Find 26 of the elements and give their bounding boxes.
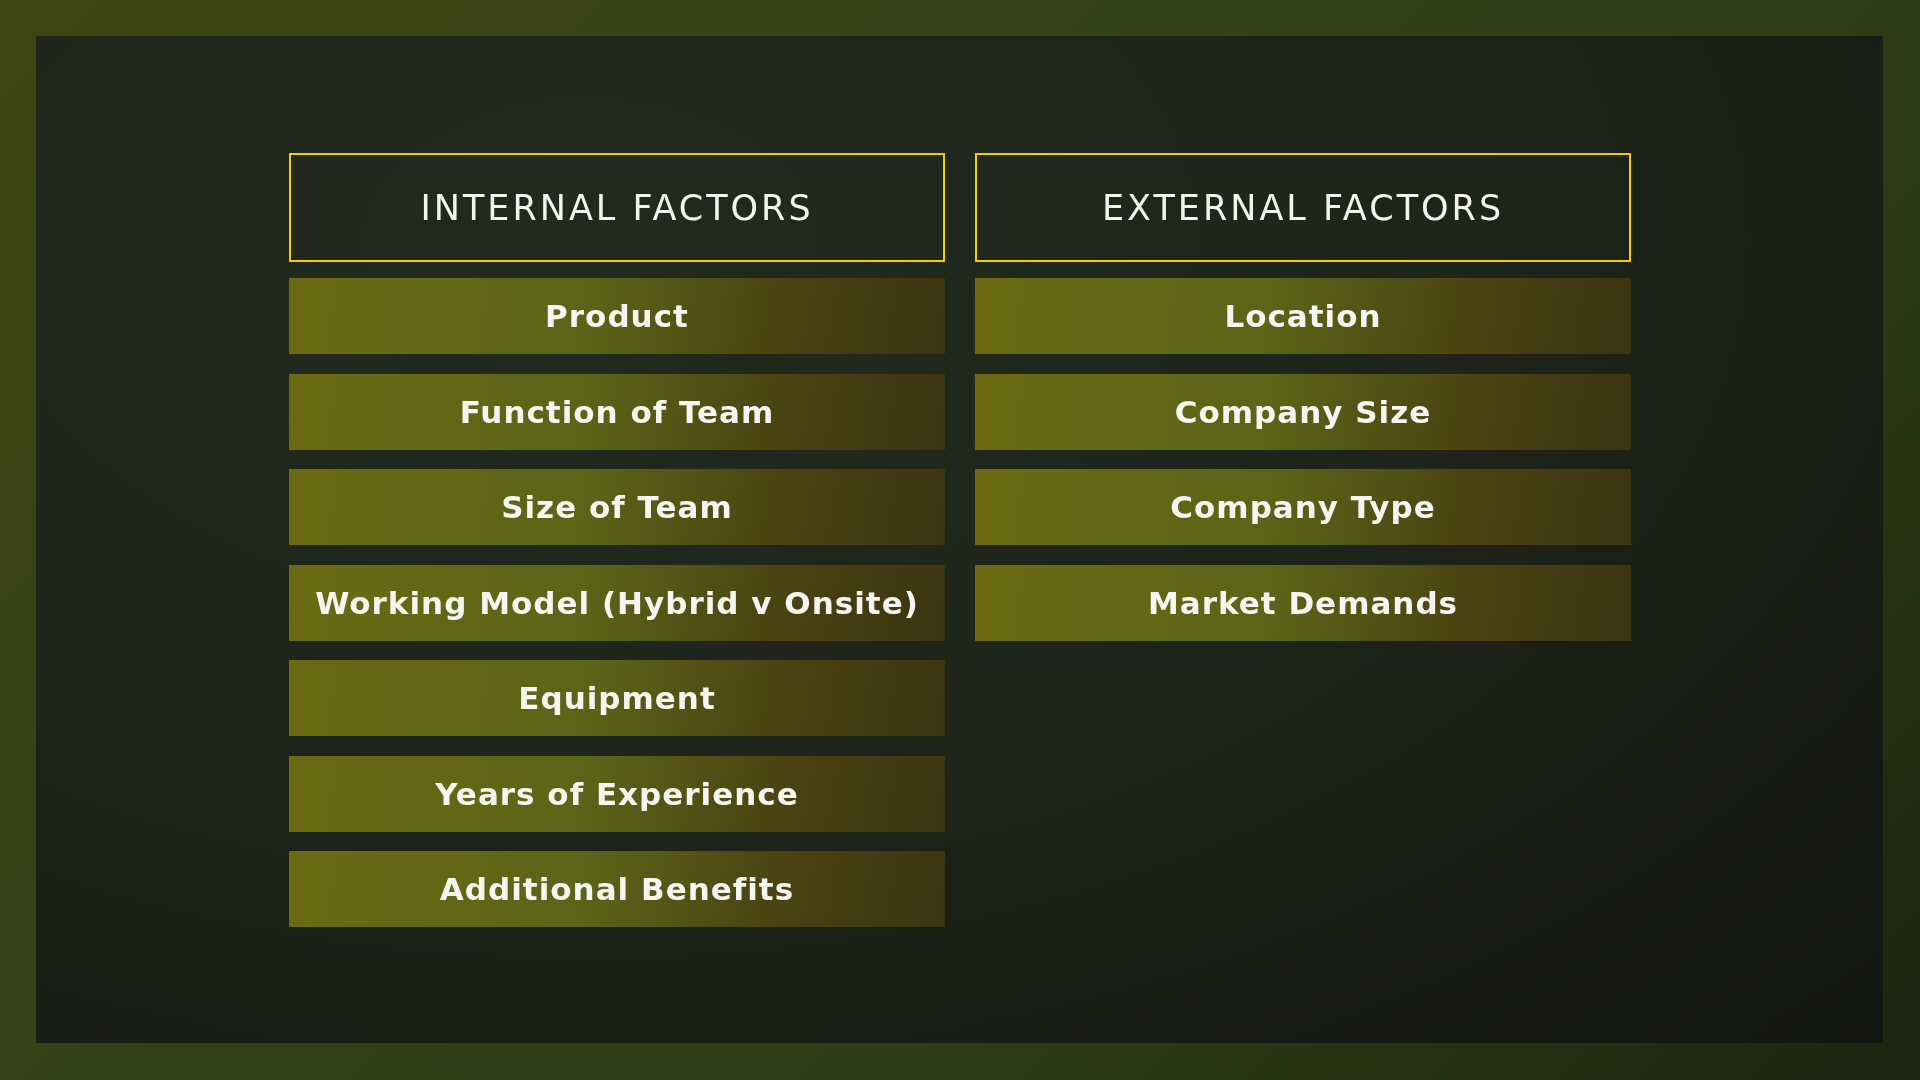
factor-text: Additional Benefits xyxy=(439,871,795,907)
factor-bar xyxy=(975,373,1631,450)
factor-bar xyxy=(289,564,945,641)
factor-text: Product xyxy=(545,298,689,334)
factor-bar xyxy=(289,851,945,927)
factor-text: Market Demands xyxy=(1147,584,1459,621)
factor-bar xyxy=(289,278,945,354)
factor-text: Years of Experience xyxy=(435,775,799,812)
factor-bar xyxy=(289,469,945,545)
header-text: EXTERNAL FACTORS xyxy=(1101,187,1505,228)
factor-text: Equipment xyxy=(518,680,716,716)
factor-bar xyxy=(289,755,945,832)
factor-bar xyxy=(975,278,1631,354)
header-panel xyxy=(975,153,1631,262)
factor-text: Location xyxy=(1224,298,1382,334)
factor-text: Company Size xyxy=(1174,393,1432,430)
header-panel xyxy=(289,153,945,262)
factor-text: Company Type xyxy=(1170,489,1436,525)
factor-text: Function of Team xyxy=(459,393,775,430)
factor-text: Size of Team xyxy=(501,489,733,525)
header-text: INTERNAL FACTORS xyxy=(420,187,814,228)
factor-bar xyxy=(289,373,945,450)
factor-bar xyxy=(289,660,945,736)
factor-bar xyxy=(975,469,1631,545)
factor-bar xyxy=(975,564,1631,641)
factor-text: Working Model (Hybrid v Onsite) xyxy=(315,584,919,621)
